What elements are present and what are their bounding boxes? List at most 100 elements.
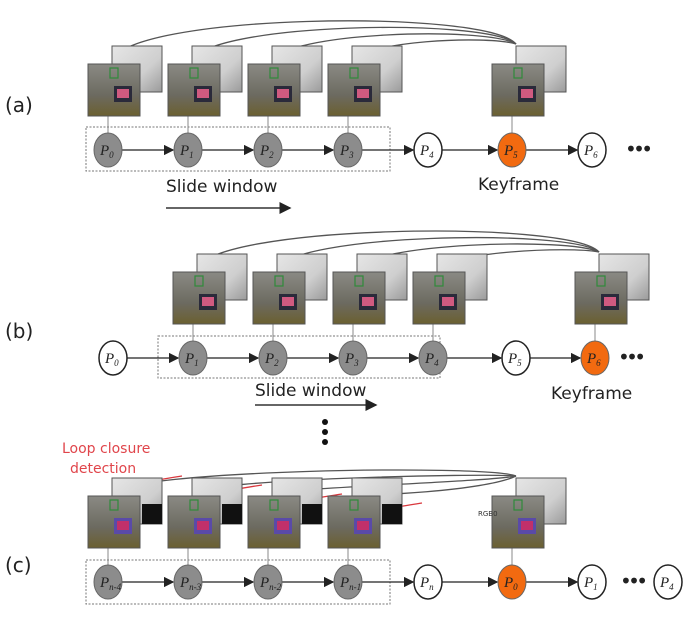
pose-node-window: P4	[418, 340, 448, 376]
node-letter: P	[583, 575, 593, 591]
node-subscript: 1	[194, 358, 199, 368]
rgbd-frame-thumbnail	[87, 45, 163, 117]
node-letter: P	[659, 575, 669, 591]
node-subscript: 3	[348, 150, 354, 160]
monitor-screen	[202, 297, 214, 306]
marker	[596, 275, 606, 287]
pose-node-plain: Pn	[413, 564, 443, 600]
pose-node-window: P2	[258, 340, 288, 376]
pose-node-window: Pn-1	[333, 564, 363, 600]
rgbd-frame-thumbnail	[252, 253, 328, 325]
depth-shadow	[382, 504, 402, 524]
panel-label: (a)	[5, 93, 33, 117]
rgbd-frame-thumbnail	[491, 477, 567, 549]
depth-shadow	[302, 504, 322, 524]
monitor-screen	[277, 521, 289, 530]
monitor-screen	[362, 297, 374, 306]
vertical-ellipsis-dot	[322, 429, 328, 435]
node-circle	[333, 132, 363, 168]
node-letter: P	[259, 575, 269, 591]
marker	[194, 275, 204, 287]
node-label: P0	[99, 143, 114, 160]
node-letter: P	[179, 575, 189, 591]
node-circle	[497, 132, 527, 168]
node-letter: P	[503, 143, 513, 159]
depth-shadow	[142, 504, 162, 524]
vertical-ellipsis-dot	[322, 439, 328, 445]
node-subscript: 4	[669, 582, 674, 592]
rgbd-frame-thumbnail	[247, 45, 323, 117]
node-circle	[93, 564, 123, 600]
node-label: P0	[503, 575, 518, 592]
keyframe-label: Keyframe	[551, 384, 632, 404]
node-subscript: 0	[513, 582, 518, 592]
node-label: Pn	[419, 575, 434, 592]
marker	[269, 499, 279, 511]
node-subscript: 6	[596, 358, 601, 368]
slide-window-box	[85, 126, 391, 172]
node-circle	[413, 132, 443, 168]
marker	[189, 67, 199, 79]
node-subscript: 4	[434, 358, 439, 368]
node-circle	[338, 340, 368, 376]
marker	[189, 499, 199, 511]
marker	[354, 275, 364, 287]
marker	[269, 67, 279, 79]
node-label: Pn-1	[339, 575, 361, 592]
monitor-screen	[357, 521, 369, 530]
node-label: P1	[179, 143, 194, 160]
marker	[349, 67, 359, 79]
node-subscript: 5	[513, 150, 518, 160]
slide-window-label: Slide window	[166, 177, 277, 197]
pose-node-keyframe: P0	[497, 564, 527, 600]
node-subscript: n	[429, 582, 434, 592]
pose-node-window: Pn-3	[173, 564, 203, 600]
node-label: P5	[507, 351, 522, 368]
pose-node-window: P3	[338, 340, 368, 376]
node-label: P2	[259, 143, 274, 160]
rgbd-frame-thumbnail	[327, 45, 403, 117]
rgbd-frame-thumbnail	[491, 45, 567, 117]
monitor-screen	[357, 89, 369, 98]
panel-label: (c)	[5, 553, 32, 577]
pose-node-plain: P1	[577, 564, 607, 600]
node-subscript: 0	[114, 358, 119, 368]
node-label: P1	[184, 351, 199, 368]
node-circle	[577, 564, 607, 600]
node-label: P3	[344, 351, 359, 368]
node-subscript: 1	[189, 150, 194, 160]
image-tag: RGB0	[478, 510, 498, 518]
monitor-screen	[277, 89, 289, 98]
node-subscript: n-1	[349, 582, 361, 592]
node-circle	[253, 132, 283, 168]
monitor-screen	[282, 297, 294, 306]
monitor-screen	[197, 89, 209, 98]
node-circle	[258, 340, 288, 376]
pose-node-keyframe: P6	[580, 340, 610, 376]
node-label: P4	[419, 143, 434, 160]
ellipsis: •••	[618, 345, 646, 369]
node-letter: P	[419, 575, 429, 591]
node-subscript: 2	[269, 150, 274, 160]
marker	[109, 67, 119, 79]
loop-closure-label-2: detection	[70, 461, 136, 477]
node-label: P5	[503, 143, 518, 160]
keyframe-label: Keyframe	[478, 175, 559, 195]
node-subscript: n-3	[189, 582, 201, 592]
node-letter: P	[424, 351, 434, 367]
node-circle	[173, 132, 203, 168]
node-label: P2	[264, 351, 279, 368]
node-circle	[98, 340, 128, 376]
node-subscript: 4	[429, 150, 434, 160]
node-letter: P	[339, 575, 349, 591]
node-circle	[93, 132, 123, 168]
rgbd-frame-thumbnail	[327, 477, 403, 549]
pose-node-plain: P4	[413, 132, 443, 168]
pose-node-window: Pn-2	[253, 564, 283, 600]
pose-node-window: Pn-4	[93, 564, 123, 600]
